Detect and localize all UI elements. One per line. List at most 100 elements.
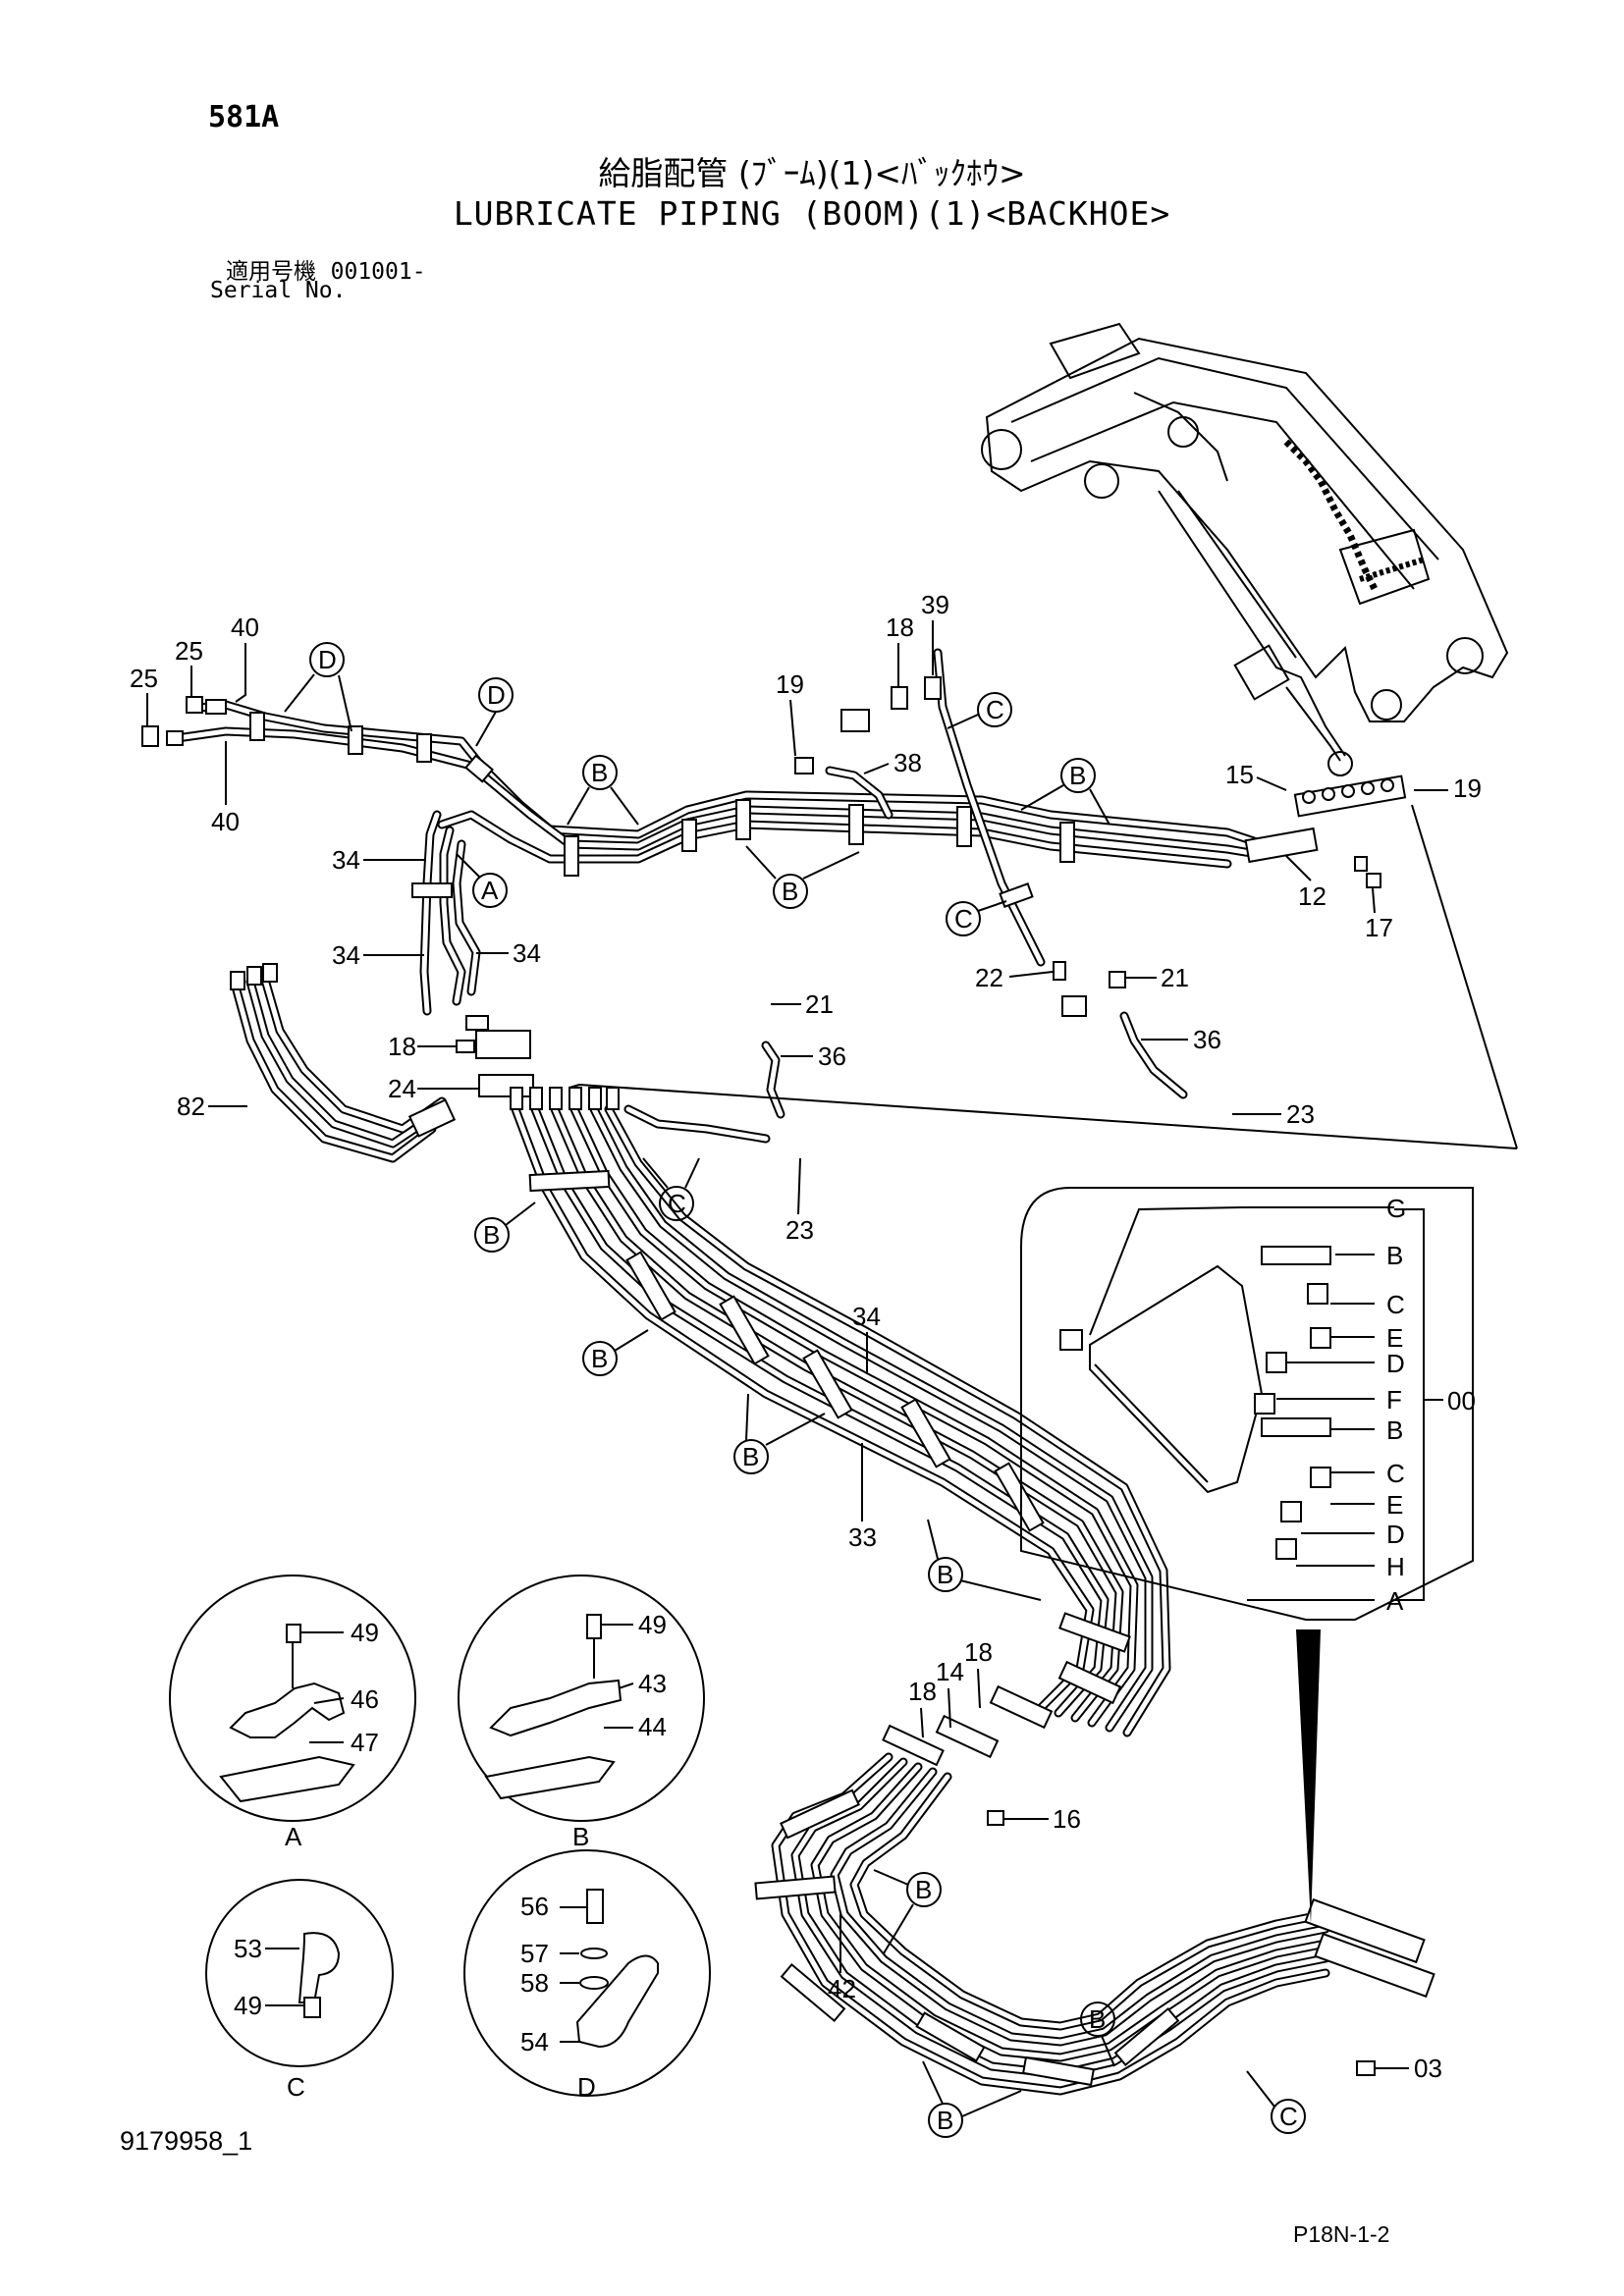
- detail-letter-a: A: [1386, 1586, 1404, 1616]
- callout-25-upper: 25: [175, 636, 203, 666]
- callout-23-center: 23: [785, 1215, 814, 1245]
- callout-19-right: 19: [1453, 774, 1482, 803]
- callout-14: 14: [936, 1657, 964, 1686]
- callout-18-lower-left: 18: [908, 1677, 937, 1706]
- inset-d-part-58: 58: [520, 1968, 549, 1998]
- detail-letter-d2: D: [1386, 1520, 1405, 1549]
- upper-pipe-run: [172, 648, 1262, 1144]
- detail-letter-e1: E: [1386, 1323, 1403, 1353]
- descending-pipe-bundle: [510, 1087, 1171, 1737]
- callout-34-bundle: 34: [852, 1302, 881, 1331]
- callout-15: 15: [1225, 760, 1254, 789]
- detail-letter-b2: B: [1386, 1415, 1403, 1445]
- callout-82: 82: [177, 1092, 205, 1121]
- callout-21-center: 21: [805, 989, 834, 1019]
- upper-manifold: [1244, 774, 1407, 888]
- lower-fitting-blocks: [882, 1660, 1435, 2076]
- inset-a: 49 46 47 A: [169, 1575, 416, 1851]
- detail-letter-d1: D: [1386, 1349, 1405, 1378]
- inset-d: 56 57 58 54 D: [463, 1849, 711, 2102]
- inset-c-label: C: [287, 2072, 305, 2102]
- page-reference: P18N-1-2: [1293, 2221, 1390, 2247]
- callout-18-lower-right: 18: [964, 1637, 993, 1667]
- callout-16: 16: [1053, 1804, 1081, 1834]
- marker-d2: D: [487, 680, 506, 710]
- inset-a-part-47: 47: [351, 1728, 379, 1757]
- title-japanese: 給脂配管 (ﾌﾞｰﾑ)(1)<ﾊﾞｯｸﾎｳ>: [598, 154, 1026, 192]
- inset-b-part-49: 49: [638, 1610, 667, 1639]
- upper-left-fittings: [141, 696, 227, 747]
- marker-b6: B: [742, 1442, 759, 1471]
- detail-letter-h: H: [1386, 1552, 1405, 1581]
- leader-lines: [568, 804, 1518, 1924]
- marker-b1: B: [591, 758, 608, 787]
- detail-letter-g: G: [1386, 1194, 1406, 1223]
- upper-clamps: [249, 712, 1075, 908]
- serial-label-english: Serial No.: [210, 278, 347, 303]
- marker-c1: C: [986, 695, 1004, 724]
- inset-d-label: D: [577, 2072, 596, 2102]
- serial-line-japanese: 適用号機 001001-: [226, 252, 426, 286]
- callout-40-bottom: 40: [211, 807, 240, 836]
- part-callouts: 40 25 25 40 18 39 19 38 15 19 12 17 34 3…: [130, 590, 1482, 2083]
- marker-b7: B: [937, 1560, 953, 1589]
- callout-19-center: 19: [776, 669, 804, 699]
- inset-b: 49 43 44 B: [458, 1575, 705, 1851]
- marker-c2: C: [954, 904, 973, 934]
- callout-17: 17: [1365, 913, 1393, 942]
- callout-42: 42: [828, 1974, 856, 2003]
- inset-d-part-54: 54: [520, 2027, 549, 2056]
- inset-b-part-44: 44: [638, 1712, 667, 1741]
- inset-a-label: A: [285, 1822, 302, 1851]
- inset-b-label: B: [572, 1822, 589, 1851]
- serial-value: 001001-: [330, 259, 426, 285]
- callout-22: 22: [975, 963, 1003, 992]
- detail-letter-c2: C: [1386, 1459, 1405, 1488]
- callout-25-left: 25: [130, 664, 158, 693]
- callout-21-right: 21: [1161, 963, 1189, 992]
- inset-b-part-43: 43: [638, 1669, 667, 1698]
- callout-40-top: 40: [231, 613, 259, 642]
- callout-18-top: 18: [886, 613, 914, 642]
- callout-33: 33: [848, 1522, 877, 1552]
- detail-letter-c1: C: [1386, 1290, 1405, 1319]
- inset-a-part-49: 49: [351, 1618, 379, 1647]
- detail-box: G B C E D F B C E D H A 00: [1020, 1187, 1476, 1621]
- callout-36-center: 36: [818, 1041, 846, 1071]
- detail-assembly-ref: 00: [1447, 1386, 1476, 1415]
- marker-b5: B: [591, 1344, 608, 1373]
- inset-a-part-46: 46: [351, 1684, 379, 1714]
- callout-24: 24: [388, 1074, 416, 1103]
- callout-34-left: 34: [332, 940, 360, 970]
- left-block-and-hoses: [230, 963, 534, 1163]
- marker-b3: B: [782, 877, 798, 906]
- inset-d-part-56: 56: [520, 1892, 549, 1921]
- title-english: LUBRICATE PIPING (BOOM)(1)<BACKHOE>: [453, 194, 1171, 233]
- callout-12: 12: [1298, 881, 1326, 911]
- marker-c3: C: [668, 1189, 686, 1218]
- marker-b8: B: [915, 1875, 932, 1904]
- inset-c: 53 49 C: [205, 1879, 394, 2102]
- page-code: 581A: [208, 100, 280, 134]
- detail-letter-e2: E: [1386, 1490, 1403, 1520]
- inset-d-part-57: 57: [520, 1939, 549, 1968]
- serial-label-japanese: 適用号機: [226, 259, 316, 285]
- upper-center-fittings: [794, 676, 1126, 1017]
- callout-23-right: 23: [1286, 1099, 1315, 1129]
- callout-34-upper: 34: [332, 845, 360, 875]
- lower-pipe-bundle: [754, 1752, 1330, 2096]
- detail-letter-b1: B: [1386, 1241, 1403, 1270]
- marker-b4: B: [483, 1220, 500, 1250]
- callout-18-left: 18: [388, 1032, 416, 1061]
- marker-d1: D: [318, 645, 337, 674]
- inset-c-part-49: 49: [234, 1991, 262, 2020]
- marker-a1: A: [481, 876, 499, 905]
- marker-b9: B: [1089, 2004, 1106, 2034]
- boom-illustration: [981, 322, 1509, 776]
- callout-38: 38: [893, 748, 922, 777]
- inset-c-part-53: 53: [234, 1934, 262, 1963]
- callout-39: 39: [921, 590, 949, 619]
- drawing-number: 9179958_1: [120, 2126, 253, 2156]
- clamp-markers: D D C B B B A C C B B B B B B B C: [284, 642, 1306, 2138]
